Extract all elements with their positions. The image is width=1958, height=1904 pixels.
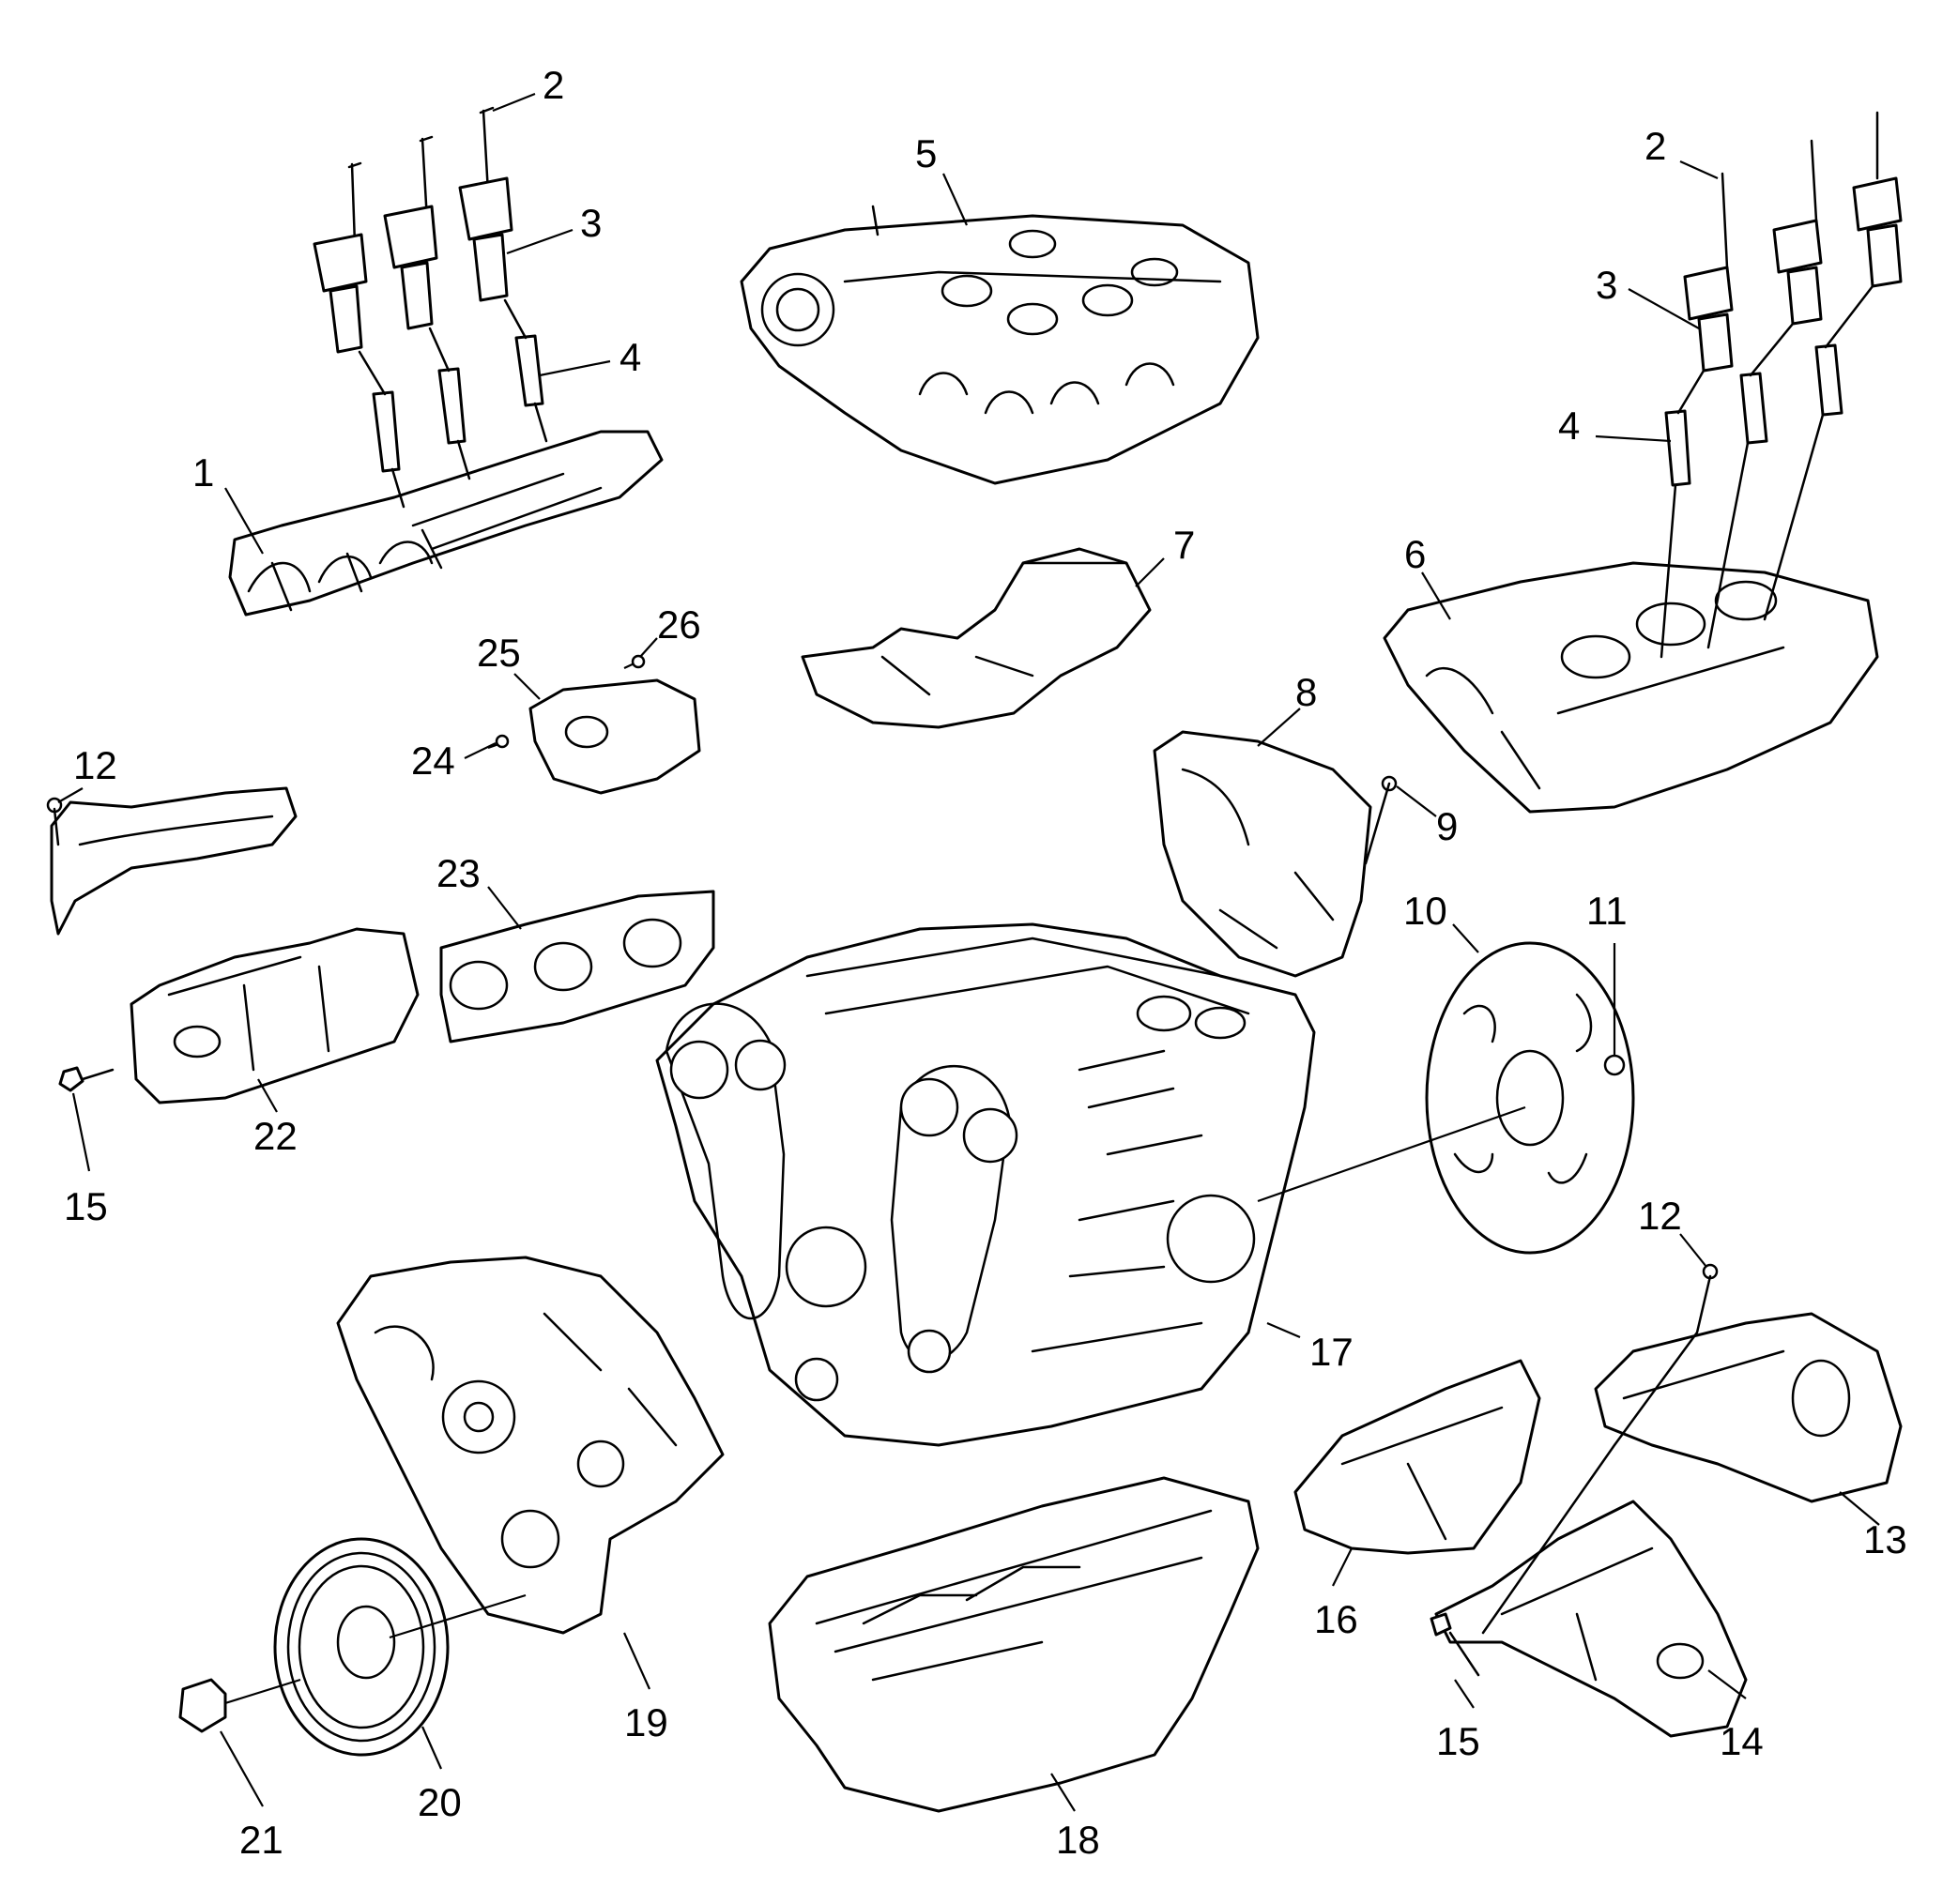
engine-block (655, 922, 1316, 1447)
engine-cover-bracket (801, 547, 1152, 729)
right-exhaust-manifold (1434, 1500, 1748, 1738)
callout-1: 1 (192, 450, 214, 495)
left-ignition-coils (313, 106, 548, 509)
left-exhaust-manifold (130, 927, 420, 1104)
callout-10: 10 (1403, 889, 1447, 933)
callout-22: 22 (253, 1114, 298, 1158)
callout-18: 18 (1056, 1818, 1100, 1862)
callout-labels: 1 2 2 3 3 4 4 5 6 7 8 9 10 11 12 12 13 1… (64, 63, 1907, 1862)
callout-11: 11 (1586, 889, 1628, 933)
right-exhaust-heat-shield (1594, 1312, 1903, 1503)
callout-24: 24 (411, 739, 455, 783)
callout-14: 14 (1720, 1719, 1764, 1763)
right-ignition-coils (1660, 111, 1903, 659)
oil-pan (768, 1476, 1260, 1813)
callout-13: 13 (1863, 1517, 1907, 1561)
camshaft-cover-bracket (1153, 730, 1372, 978)
intake-plenum (740, 205, 1260, 485)
callout-6: 6 (1404, 532, 1426, 576)
flexplate (1257, 941, 1635, 1255)
callout-9: 9 (1436, 804, 1458, 848)
pcv-bracket (487, 654, 701, 795)
callout-5: 5 (915, 131, 937, 175)
callout-21: 21 (239, 1818, 283, 1862)
callout-12: 12 (73, 743, 117, 787)
crankshaft-balancer (273, 1537, 527, 1757)
front-timing-cover (336, 1256, 725, 1635)
callout-26: 26 (657, 602, 701, 647)
left-valve-cover (228, 430, 664, 617)
callout-12: 12 (1638, 1194, 1682, 1238)
callout-2: 2 (1644, 124, 1666, 168)
callout-15: 15 (64, 1184, 108, 1228)
callout-2: 2 (543, 63, 564, 107)
right-exhaust-gasket (1293, 1359, 1541, 1555)
left-exhaust-gasket (439, 890, 715, 1043)
callout-25: 25 (477, 631, 521, 675)
fasteners (46, 775, 1719, 1677)
callout-23: 23 (436, 851, 481, 895)
right-valve-cover (1383, 561, 1879, 814)
crankshaft-balancer-bolt (178, 1678, 301, 1733)
callout-16: 16 (1314, 1597, 1358, 1641)
left-exhaust-heat-shield (50, 786, 298, 936)
callout-3: 3 (1596, 263, 1617, 307)
callout-20: 20 (418, 1780, 462, 1824)
callout-19: 19 (624, 1700, 668, 1744)
callout-4: 4 (620, 335, 641, 379)
callout-7: 7 (1173, 523, 1195, 567)
callout-4: 4 (1558, 404, 1580, 448)
callout-8: 8 (1295, 670, 1317, 714)
callout-17: 17 (1309, 1330, 1354, 1374)
callout-3: 3 (580, 201, 602, 245)
callout-15: 15 (1436, 1719, 1480, 1763)
callout-leaders (57, 92, 1880, 1812)
